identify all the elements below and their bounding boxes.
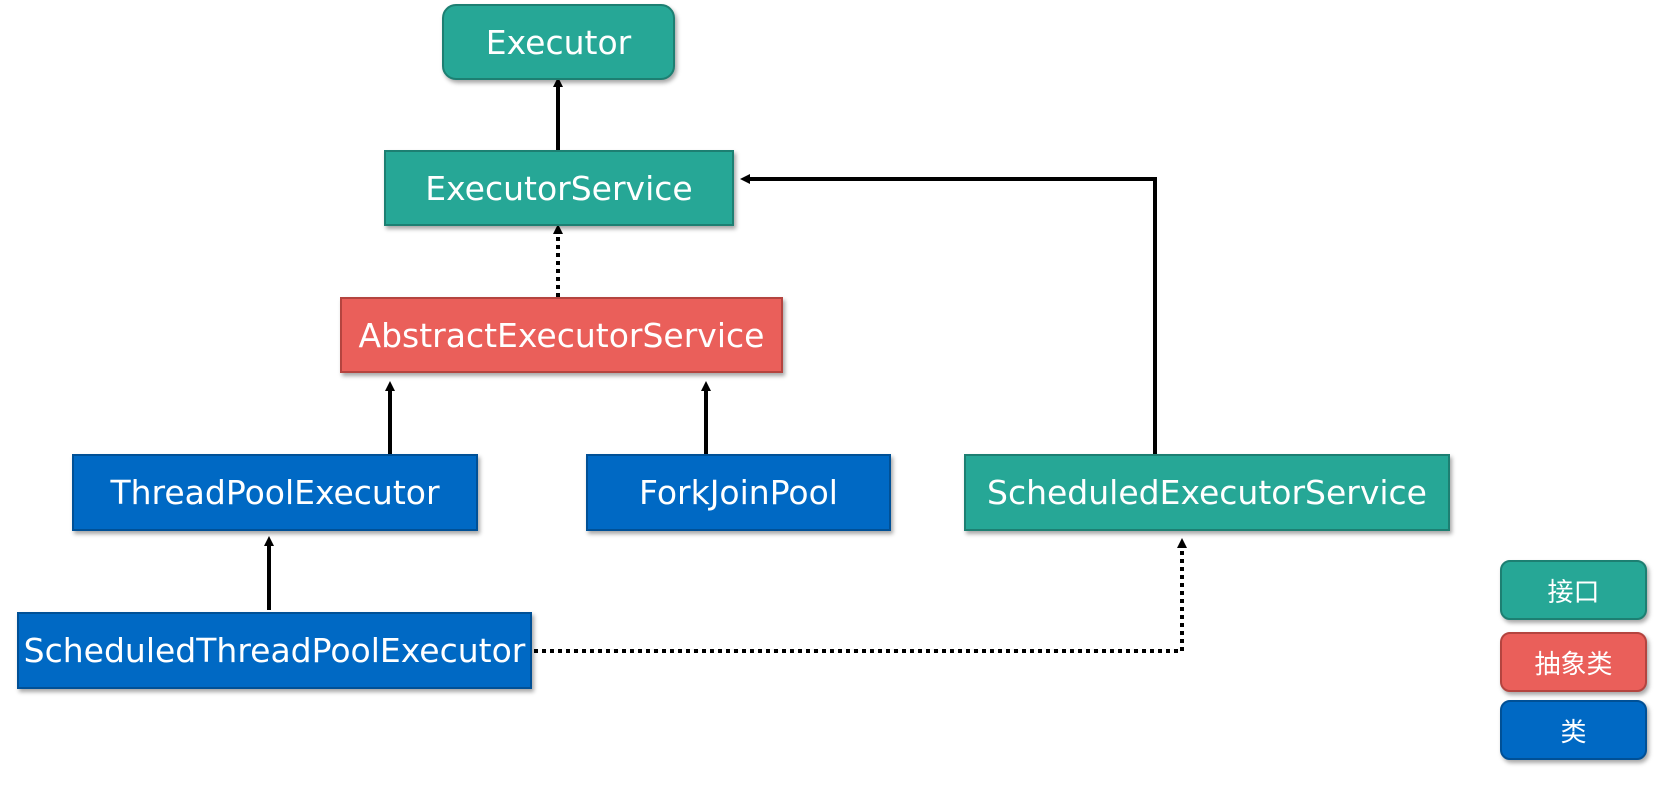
node-abstract-executor-service-label: AbstractExecutorService [358,315,765,355]
legend-interface-label: 接口 [1547,577,1600,608]
legend-abstract-class: 抽象类 [1500,632,1647,692]
node-executor: Executor [442,4,675,80]
node-scheduled-thread-pool-executor: ScheduledThreadPoolExecutor [17,612,532,689]
arrow-ses-to-executorservice [740,174,1157,454]
node-fork-join-pool-label: ForkJoinPool [639,473,838,512]
node-scheduled-executor-service: ScheduledExecutorService [964,454,1450,531]
legend-class: 类 [1500,700,1647,760]
legend-interface: 接口 [1500,560,1647,620]
node-executor-service-label: ExecutorService [425,168,693,208]
node-executor-service: ExecutorService [384,150,734,226]
arrow-stpe-to-ses [534,538,1187,653]
node-scheduled-executor-service-label: ScheduledExecutorService [987,473,1427,512]
node-thread-pool-executor-label: ThreadPoolExecutor [110,473,440,512]
node-fork-join-pool: ForkJoinPool [586,454,891,531]
node-thread-pool-executor: ThreadPoolExecutor [72,454,478,531]
legend-class-label: 类 [1560,717,1587,748]
node-scheduled-thread-pool-executor-label: ScheduledThreadPoolExecutor [23,631,526,670]
legend-abstract-class-label: 抽象类 [1534,649,1613,680]
node-abstract-executor-service: AbstractExecutorService [340,297,783,373]
node-executor-label: Executor [485,22,632,62]
